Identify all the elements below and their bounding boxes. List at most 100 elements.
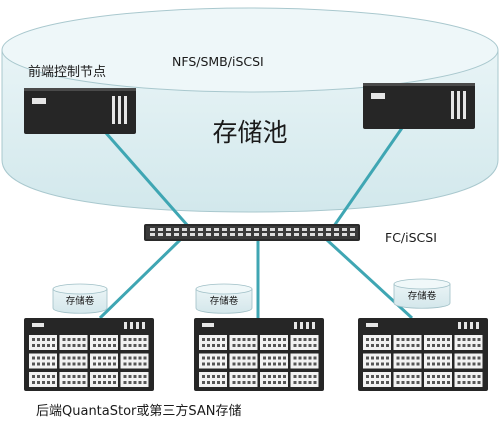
drive-bay-vent: [47, 344, 50, 347]
drive-bay-vent: [52, 338, 55, 341]
switch-port: [262, 233, 267, 236]
drive-bay-vent: [396, 344, 400, 347]
drive-bay-vent: [113, 362, 116, 366]
drive-bay-vent: [303, 381, 307, 384]
drive-bay: [363, 353, 391, 369]
switch-port: [182, 233, 187, 236]
drive-bay-vent: [32, 338, 35, 341]
drive-bay-vent: [263, 356, 266, 360]
drive-bay-vent: [268, 362, 271, 366]
link-left-controller-switch: [104, 132, 190, 227]
drive-bay-vent: [32, 362, 35, 366]
drive-bay-vent: [242, 338, 246, 341]
drive-bay-vent: [416, 356, 420, 360]
drive-bay-vent: [427, 338, 430, 341]
switch-port: [166, 228, 171, 231]
switch-port: [206, 233, 211, 236]
drive-bay-vent: [52, 344, 55, 347]
drive-bay-vent: [366, 338, 369, 341]
switch-port: [198, 228, 203, 231]
vent-slot: [458, 322, 461, 329]
drive-bay: [29, 353, 57, 369]
drive-bay-vent: [232, 375, 236, 378]
network-links: [98, 127, 414, 320]
drive-bay-vent: [293, 338, 297, 341]
drive-bay-vent: [77, 356, 81, 360]
drive-bay-vent: [381, 362, 384, 366]
drive-bay-vent: [472, 381, 476, 384]
drive-bay-vent: [366, 344, 369, 347]
drive-bay-vent: [457, 344, 461, 347]
vent-slot: [312, 322, 315, 329]
drive-bay-vent: [401, 344, 405, 347]
drive-bay-vent: [207, 338, 210, 341]
switch-port: [166, 233, 171, 236]
drive-bay-vent: [37, 375, 40, 378]
drive-bay-vent: [123, 356, 127, 360]
drive-bay: [260, 353, 288, 369]
drive-bay-vent: [222, 338, 225, 341]
drive-bay-vent: [268, 375, 271, 378]
drive-bay-vent: [212, 381, 215, 384]
drive-bay-vent: [273, 375, 276, 378]
drive-bay-vent: [98, 356, 101, 360]
drive-bay-vent: [252, 381, 256, 384]
drive-bay-vent: [427, 344, 430, 347]
drive-bay: [454, 335, 483, 350]
drive-bay-vent: [406, 362, 410, 366]
drive-bay-vent: [143, 356, 147, 360]
drive-bay-vent: [283, 375, 286, 378]
drive-bay-vent: [108, 344, 111, 347]
drive-bay-vent: [77, 381, 81, 384]
drive-bay-vent: [123, 362, 127, 366]
drive-bay-vent: [371, 344, 374, 347]
drive-bay-vent: [437, 381, 440, 384]
drive-bay-vent: [283, 381, 286, 384]
drive-bay-vent: [82, 362, 86, 366]
drive-bay-vent: [247, 362, 251, 366]
drive-bay-vent: [303, 344, 307, 347]
switch-port: [190, 228, 195, 231]
drive-bay-vent: [406, 381, 410, 384]
drive-bay-vent: [42, 338, 45, 341]
drive-bay-vent: [232, 356, 236, 360]
switch-port: [310, 233, 315, 236]
drive-bay-vent: [432, 356, 435, 360]
drive-bay-vent: [237, 338, 241, 341]
drive-bay-vent: [113, 381, 116, 384]
protocol-front-label: NFS/SMB/iSCSI: [172, 54, 264, 69]
drive-bay: [120, 353, 149, 369]
drive-bay-vent: [427, 362, 430, 366]
drive-bay-vent: [263, 362, 266, 366]
drive-bay-vent: [202, 344, 205, 347]
drive-bay-vent: [222, 356, 225, 360]
switch-port: [342, 228, 347, 231]
drive-bay-vent: [371, 356, 374, 360]
drive-bay-vent: [72, 344, 76, 347]
drive-bay-vent: [303, 338, 307, 341]
drive-bay: [199, 372, 227, 387]
drive-bay-vent: [416, 362, 420, 366]
drive-bay-vent: [82, 344, 86, 347]
drive-bay-vent: [123, 381, 127, 384]
drive-bay-vent: [303, 362, 307, 366]
drive-bay-vent: [113, 375, 116, 378]
drive-bay: [393, 372, 422, 387]
drive-bay-vent: [437, 356, 440, 360]
drive-bay-vent: [207, 356, 210, 360]
network-switch: [144, 224, 360, 241]
drive-bay-vent: [62, 356, 66, 360]
drive-bay-vent: [133, 356, 137, 360]
vent-slot: [142, 322, 145, 329]
drive-bay-vent: [278, 381, 281, 384]
drive-bay-vent: [138, 375, 142, 378]
drive-bay-vent: [442, 356, 445, 360]
storage-pool-title: 存储池: [212, 118, 287, 147]
drive-bay-vent: [222, 375, 225, 378]
drive-bay-vent: [313, 362, 317, 366]
drive-bay-vent: [381, 338, 384, 341]
drive-bay-vent: [406, 338, 410, 341]
switch-port: [334, 228, 339, 231]
drive-bay-vent: [386, 381, 389, 384]
